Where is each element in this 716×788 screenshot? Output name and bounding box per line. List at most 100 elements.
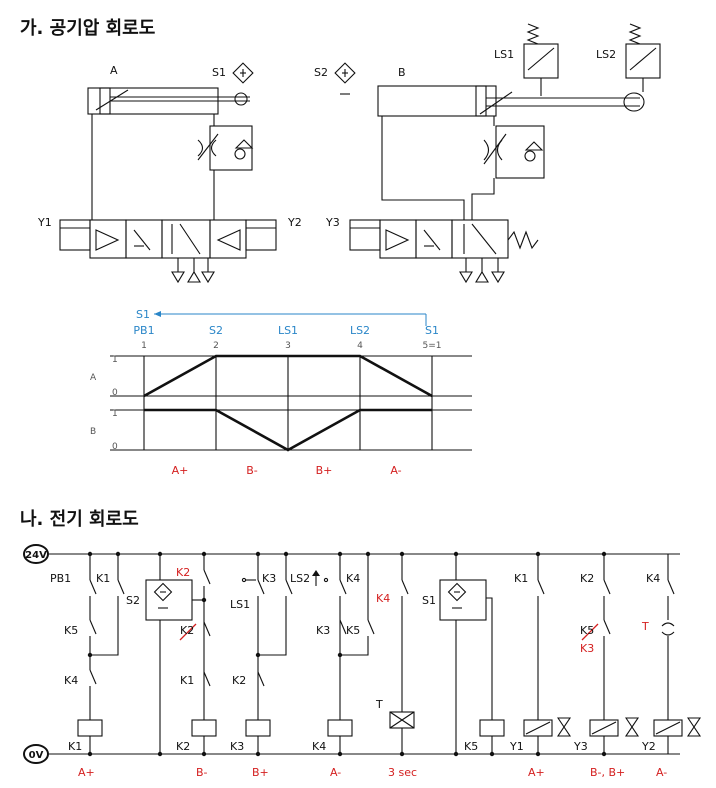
exhaust-icon <box>491 271 505 284</box>
timer-contact-red-label: T <box>641 620 649 633</box>
solenoid-y1-label: Y1 <box>37 216 52 229</box>
electric-section-title: 나. 전기 회로도 <box>20 509 139 530</box>
terminal-24v-icon <box>23 544 49 564</box>
timing-motion-label: B+ <box>316 464 333 477</box>
k3-holding-contact-label: K3 <box>262 572 276 585</box>
timing-step-label: 1 <box>141 341 147 351</box>
k3-red-label: K3 <box>580 642 594 655</box>
timing-signal-label: S1 <box>425 324 439 337</box>
ls1-contact-label: LS1 <box>230 598 250 611</box>
terminal-0v-label: 0V <box>29 750 44 761</box>
sensor-s1-box <box>439 579 487 621</box>
s1-sensor-label: S1 <box>422 594 436 607</box>
solenoid-y2-label: Y2 <box>287 216 302 229</box>
coil-k2-label: K2 <box>176 740 190 753</box>
row-b-label: B <box>90 427 96 437</box>
timer-label: T <box>375 698 383 711</box>
coil-k2 <box>191 719 217 737</box>
timing-step-label: 3 <box>285 341 291 351</box>
cylinder-a: A S1 <box>87 62 254 115</box>
limit-switch-ls1-icon <box>523 23 559 96</box>
annot-k4: A- <box>330 766 341 779</box>
timing-signal-label: LS2 <box>350 324 370 337</box>
k5-contact-label: K5 <box>64 624 78 637</box>
coil-y2-label: Y2 <box>641 740 656 753</box>
adjustable-cushion-arrow-icon <box>95 89 129 111</box>
timing-line-a <box>143 354 433 398</box>
annot-k2: B- <box>196 766 208 779</box>
ls2-contact-label: LS2 <box>290 572 310 585</box>
timer-contact-icon <box>661 622 675 636</box>
ls2-actuator-arrow-icon <box>312 570 320 576</box>
annot-y3: B-, B+ <box>590 766 625 779</box>
annot-y1: A+ <box>528 766 545 779</box>
sensor-s2-icon <box>334 62 356 95</box>
timing-line-b <box>144 408 432 452</box>
exhaust-icon <box>459 271 473 284</box>
adjustable-cushion-arrow-icon <box>479 91 513 115</box>
annot-k1: A+ <box>78 766 95 779</box>
coil-k5 <box>479 719 505 737</box>
k4-y2-contact-label: K4 <box>646 572 660 585</box>
k2-red-label: K2 <box>176 566 190 579</box>
k4-contact-label: K4 <box>64 674 78 687</box>
annot-y2: A- <box>656 766 667 779</box>
cylinder-b <box>377 85 645 117</box>
solenoid-y3-coil <box>589 717 640 754</box>
annot-k3: B+ <box>252 766 269 779</box>
coil-k3 <box>245 719 271 737</box>
k2-contact-label: K2 <box>232 674 246 687</box>
terminal-24v-label: 24V <box>25 550 47 561</box>
row-a-level-0: 0 <box>112 388 118 398</box>
k4-red-label: K4 <box>376 592 390 605</box>
limit-switch-ls1-label: LS1 <box>494 48 514 61</box>
flow-control-valve-b-icon <box>483 125 545 179</box>
supply-icon <box>187 270 201 283</box>
valve-b <box>349 219 539 284</box>
pneumatic-section-title: 가. 공기압 회로도 <box>20 18 155 39</box>
k3-contact-label: K3 <box>316 624 330 637</box>
timing-motion-label: A+ <box>172 464 189 477</box>
cylinder-a-label: A <box>110 64 118 77</box>
pb1-contact-label: PB1 <box>50 572 71 585</box>
coil-k4 <box>327 719 353 737</box>
piston-rod-end-icon <box>234 92 248 106</box>
solenoid-y1-coil <box>523 717 572 754</box>
row-b-level-1: 1 <box>112 409 118 419</box>
timing-signal-label: S2 <box>209 324 223 337</box>
timing-return-label: S1 <box>136 308 150 321</box>
limit-switch-ls2-icon <box>625 23 661 92</box>
timing-motion-label: B- <box>246 464 258 477</box>
return-arrow-icon <box>154 311 161 317</box>
coil-k5-label: K5 <box>464 740 478 753</box>
valve-y1-icon <box>556 717 572 737</box>
valve-y2-icon <box>686 717 702 737</box>
coil-k1-label: K1 <box>68 740 82 753</box>
timing-step-label: 4 <box>357 341 363 351</box>
sensor-s2-box <box>145 579 193 621</box>
sensor-s1-label: S1 <box>212 66 226 79</box>
valve-a <box>59 219 277 284</box>
exhaust-icon <box>201 271 215 284</box>
row-b-level-0: 0 <box>112 442 118 452</box>
spring-return-icon <box>507 230 539 250</box>
solenoid-y3-label: Y3 <box>325 216 340 229</box>
solenoid-y2-coil <box>653 717 702 754</box>
sensor-s2-label: S2 <box>314 66 328 79</box>
k1-contact-label: K1 <box>180 674 194 687</box>
limit-switch-ls2-label: LS2 <box>596 48 616 61</box>
timing-motion-label: A- <box>390 464 401 477</box>
coil-k4-label: K4 <box>312 740 326 753</box>
exhaust-icon <box>171 271 185 284</box>
valve-y3-icon <box>624 717 640 737</box>
timing-step-label: 5=1 <box>423 341 442 351</box>
flow-control-valve-a-icon <box>197 125 254 171</box>
timing-signal-label: LS1 <box>278 324 298 337</box>
k5-contact-label: K5 <box>346 624 360 637</box>
coil-y3-label: Y3 <box>573 740 588 753</box>
k4-holding-contact-label: K4 <box>346 572 360 585</box>
cylinder-b-label: B <box>398 66 406 79</box>
s2-sensor-label: S2 <box>126 594 140 607</box>
